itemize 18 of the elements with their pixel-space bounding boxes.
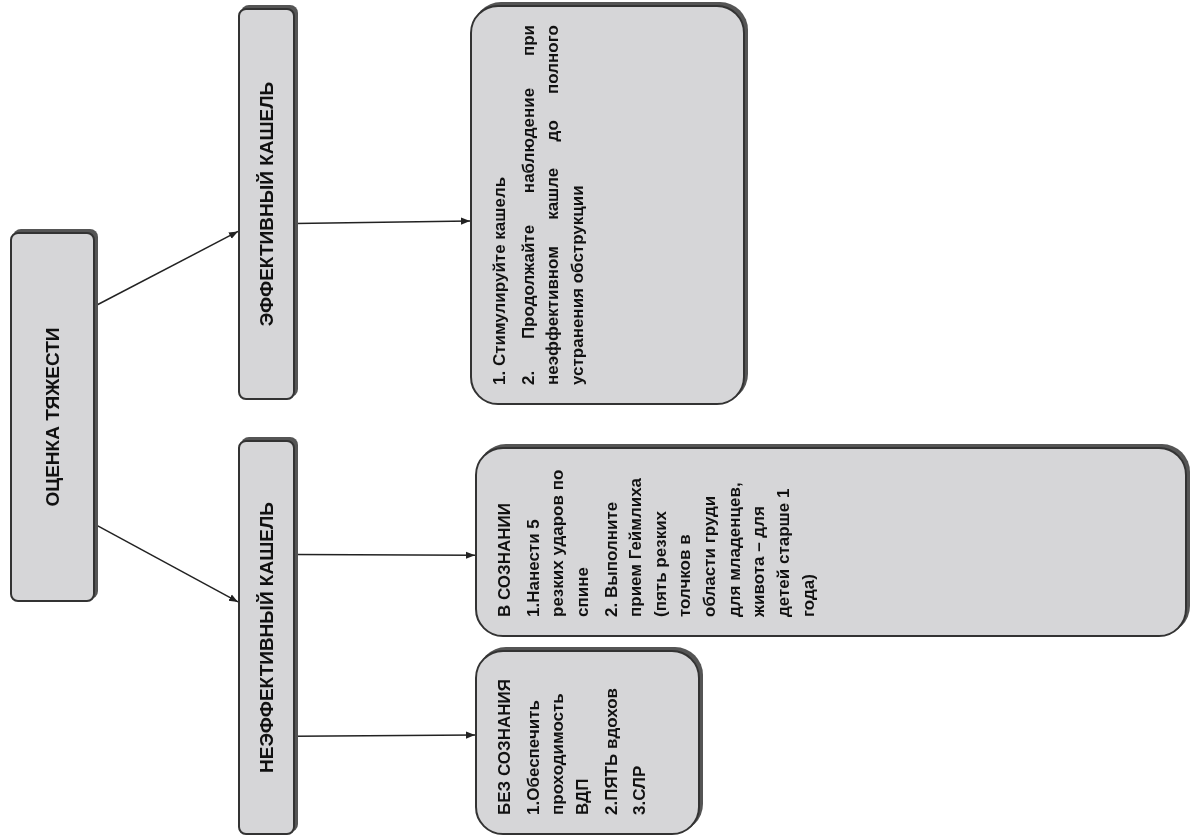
box-text: 1.Нанести 5 резких ударов по спине: [522, 468, 593, 617]
process-box: [475, 447, 1187, 637]
box-text: 2. Продолжайте наблюдение при неэффективном кашле до полного устранения обструкции: [517, 25, 588, 385]
box-text: ОЦЕНКА ТЯЖЕСТИ: [41, 327, 64, 507]
box-text: В СОЗНАНИИ: [494, 502, 515, 617]
box-text: 3.СЛР: [629, 764, 651, 815]
box-text: НЕЭФФЕКТИВНЫЙ КАШЕЛЬ: [255, 502, 278, 773]
box-text: ЭФФЕКТИВНЫЙ КАШЕЛЬ: [255, 81, 278, 327]
box-text: 1.Обеспечить проходимость ВДП: [522, 692, 593, 815]
process-box: [238, 8, 295, 400]
process-box: [475, 650, 700, 835]
box-text: БЕЗ СОЗНАНИЯ: [494, 678, 515, 815]
box-text: 2.ПЯТЬ вдохов: [600, 687, 622, 815]
process-box: [470, 5, 745, 405]
process-box: [238, 440, 295, 835]
box-text: 2. Выполните прием Геймлиха (пять резких толчков в области груди для младенцев, живота – для детей старше 1 года): [600, 476, 819, 617]
process-box: [10, 232, 95, 602]
box-text: 1. Стимулируйте кашель: [489, 175, 510, 385]
